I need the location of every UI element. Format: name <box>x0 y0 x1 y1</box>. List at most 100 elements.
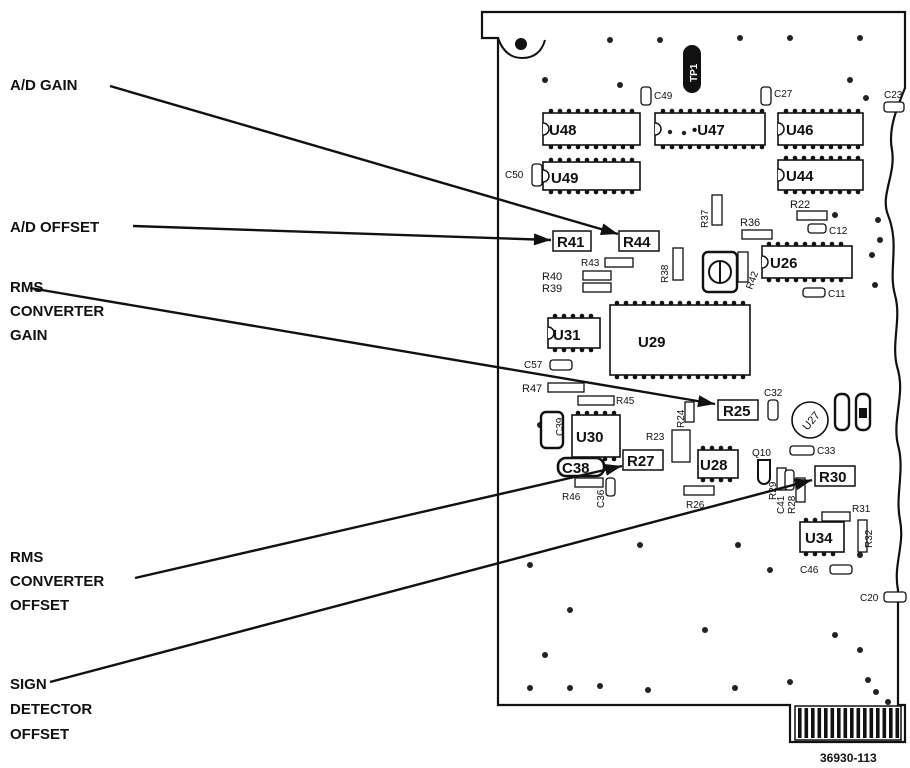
capacitor-c36: C36 <box>596 477 616 508</box>
capacitor-c32: C32 <box>764 388 783 421</box>
ic-u28-label: U28 <box>700 457 728 474</box>
svg-text:C32: C32 <box>764 388 783 399</box>
via-dots <box>527 35 891 705</box>
pot-r30: R30 <box>814 465 856 487</box>
svg-text:TP1: TP1 <box>689 63 700 82</box>
ic-pins <box>548 108 861 557</box>
ic-u26-label: U26 <box>770 255 798 272</box>
resistor-r22: R22 <box>790 199 828 221</box>
resistor-r45: R45 <box>577 395 635 407</box>
svg-text:R22: R22 <box>790 199 810 211</box>
ic-u46-label: U46 <box>786 122 814 139</box>
svg-text:R43: R43 <box>581 258 600 269</box>
ic-u47-label: •U47 <box>692 122 725 139</box>
ic-u29: U29 <box>609 304 751 376</box>
ic-u27-can: U27 <box>791 401 829 439</box>
capacitor-c49: C49 <box>640 86 673 106</box>
pot-r25-label: R25 <box>723 403 751 420</box>
resistor-r43: R43 <box>581 257 634 269</box>
ic-u31: U31 <box>547 317 601 349</box>
ic-u30-label: U30 <box>576 429 604 446</box>
svg-text:R46: R46 <box>562 492 581 503</box>
pot-r27: R27 <box>622 449 664 471</box>
resistor-r32: R32 <box>857 519 875 553</box>
pot-r25: R25 <box>717 399 759 421</box>
resistor-r38: R38 <box>660 247 684 283</box>
pot-r30-label: R30 <box>819 469 847 486</box>
diode-pair <box>833 392 872 432</box>
svg-text:R28: R28 <box>787 495 798 514</box>
svg-text:R39: R39 <box>542 283 562 295</box>
svg-text:R40: R40 <box>542 271 562 283</box>
svg-text:R45: R45 <box>616 396 635 407</box>
pot-r41: R41 <box>552 230 592 252</box>
capacitor-c11: C11 <box>802 287 846 300</box>
callout-ad-offset: A/D OFFSET <box>10 219 99 236</box>
svg-text:R47: R47 <box>522 383 542 395</box>
capacitor-c33: C33 <box>789 445 836 457</box>
capacitor-c57: C57 <box>524 359 573 371</box>
svg-text:C33: C33 <box>817 446 836 457</box>
figure-number: 36930-113 <box>820 751 877 765</box>
svg-text:C11: C11 <box>828 289 846 300</box>
svg-text:C41: C41 <box>776 495 787 514</box>
svg-text:R26: R26 <box>686 500 705 511</box>
svg-text:R24: R24 <box>676 409 687 428</box>
ic-u44: U44 <box>777 159 864 191</box>
capacitor-c39: C39 <box>539 410 566 450</box>
svg-text:C23: C23 <box>884 90 903 101</box>
resistor-r37: R37 <box>700 194 723 228</box>
svg-text:R36: R36 <box>740 217 760 229</box>
svg-text:R23: R23 <box>646 432 665 443</box>
ic-u28: U28 <box>697 449 739 479</box>
pot-r44: R44 <box>618 230 660 252</box>
board-notch <box>497 37 546 60</box>
svg-text:C39: C39 <box>555 417 566 436</box>
svg-text:R32: R32 <box>864 529 875 548</box>
resistor-r26: R26 <box>683 485 715 511</box>
ic-u34-label: U34 <box>805 530 833 547</box>
svg-text:C36: C36 <box>596 489 607 508</box>
ic-u47: •U47 <box>654 112 766 146</box>
capacitor-c46: C46 <box>800 564 853 576</box>
capacitor-c50: C50 <box>505 163 543 187</box>
svg-text:Q10: Q10 <box>752 448 771 459</box>
ic-u29-label: U29 <box>638 334 666 351</box>
resistor-r40: R40 <box>542 270 612 283</box>
transistor-q10: Q10 <box>752 448 771 485</box>
svg-text:C38: C38 <box>562 460 590 477</box>
ic-u26: U26 <box>761 245 853 279</box>
svg-text:R31: R31 <box>852 504 871 515</box>
capacitor-c20: C20 <box>860 591 907 604</box>
resistor-r39: R39 <box>542 282 612 295</box>
ic-u34: U34 <box>799 521 845 553</box>
callout-rms-converter-gain: RMS CONVERTER GAIN <box>10 279 108 344</box>
svg-text:R38: R38 <box>660 264 671 283</box>
ic-u46: U46 <box>777 112 864 146</box>
resistor-r28: R28 <box>787 477 806 514</box>
ic-u44-label: U44 <box>786 168 814 185</box>
resistor-r31: R31 <box>821 504 871 522</box>
pot-r27-label: R27 <box>627 453 655 470</box>
resistor-r46: R46 <box>562 477 604 503</box>
mounting-hole <box>515 38 527 50</box>
resistor-r24: R24 <box>676 401 695 428</box>
svg-text:C46: C46 <box>800 565 819 576</box>
capacitor-c12: C12 <box>807 223 848 237</box>
svg-text:C20: C20 <box>860 593 879 604</box>
callout-leaders <box>29 84 813 684</box>
svg-text:R37: R37 <box>700 209 711 228</box>
resistor-r47: R47 <box>522 382 585 395</box>
ic-u49: U49 <box>542 161 641 191</box>
ic-u48-label: U48 <box>549 122 577 139</box>
callout-ad-gain: A/D GAIN <box>10 77 78 94</box>
resistor-r36: R36 <box>740 217 773 240</box>
callout-sign-detector-offset: SIGN DETECTOR OFFSET <box>10 676 96 743</box>
circuit-board-outline <box>480 10 907 744</box>
pot-r44-label: R44 <box>623 234 651 251</box>
ic-u48: U48 <box>542 112 641 146</box>
svg-text:C12: C12 <box>829 226 848 237</box>
crystal-block <box>701 250 739 294</box>
capacitor-c23: C23 <box>883 90 905 113</box>
